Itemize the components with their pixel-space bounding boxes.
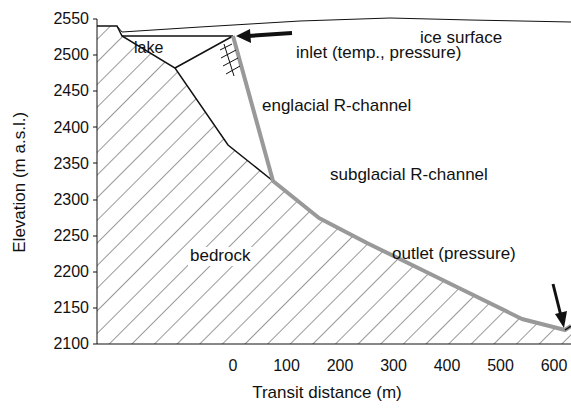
feature-label: inlet (temp., pressure) bbox=[296, 44, 461, 63]
axis-tick-label: 2350 bbox=[53, 155, 89, 173]
feature-label: subglacial R-channel bbox=[330, 166, 488, 185]
axis-tick-label: 300 bbox=[380, 357, 407, 375]
axis-tick-label: 2100 bbox=[53, 335, 89, 353]
ice-surface-line bbox=[117, 18, 571, 32]
axis-tick-label: 2500 bbox=[53, 46, 89, 64]
axis-tick-label: 2550 bbox=[53, 10, 89, 28]
axis-tick-label: 400 bbox=[434, 357, 461, 375]
axes bbox=[93, 19, 571, 344]
bedrock-outline bbox=[97, 26, 273, 181]
axis-tick-label: 2200 bbox=[53, 263, 89, 281]
outlet-arrowhead bbox=[555, 311, 567, 328]
axis-tick-label: 0 bbox=[229, 357, 238, 375]
feature-label: englacial R-channel bbox=[260, 97, 413, 116]
axis-title: Transit distance (m) bbox=[252, 384, 402, 403]
bedrock-outline-end bbox=[565, 326, 571, 330]
feature-label: outlet (pressure) bbox=[392, 245, 516, 264]
axis-tick-label: 500 bbox=[487, 357, 514, 375]
axis-tick-label: 2250 bbox=[53, 227, 89, 245]
axis-tick-label: 100 bbox=[273, 357, 300, 375]
lake-outline bbox=[122, 36, 233, 68]
axis-tick-label: 2400 bbox=[53, 119, 89, 137]
feature-label: bedrock bbox=[188, 247, 252, 266]
inlet-arrow bbox=[248, 33, 292, 36]
feature-label: lake bbox=[134, 39, 163, 57]
crevasse-marks bbox=[220, 44, 240, 76]
axis-tick-label: 2300 bbox=[53, 191, 89, 209]
r-channel bbox=[233, 36, 571, 330]
axis-title: Elevation (m a.s.l.) bbox=[11, 112, 30, 253]
axis-tick-label: 600 bbox=[541, 357, 568, 375]
outlet-arrow bbox=[553, 284, 561, 316]
axis-tick-label: 2450 bbox=[53, 82, 89, 100]
bedrock-hatch bbox=[97, 26, 571, 344]
inlet-arrowhead bbox=[236, 29, 251, 43]
axis-tick-label: 2150 bbox=[53, 299, 89, 317]
axis-tick-label: 200 bbox=[327, 357, 354, 375]
